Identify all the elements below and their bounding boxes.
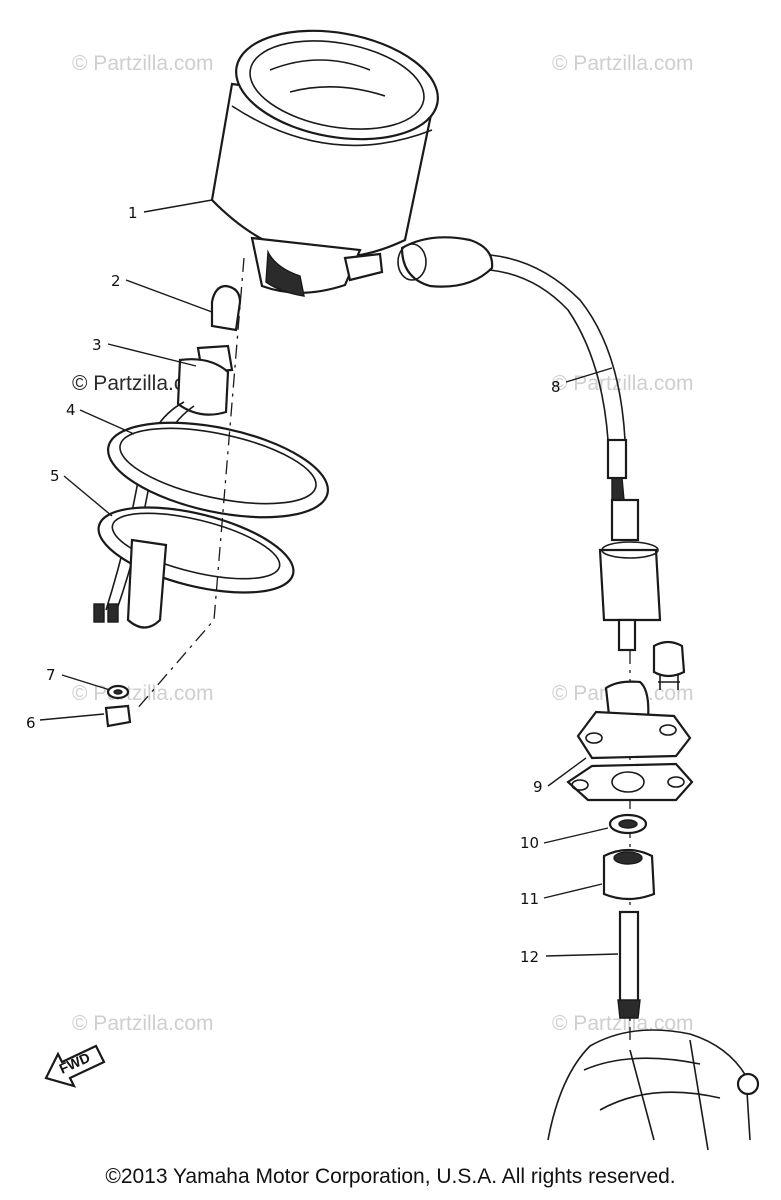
watermark-top-right: © Partzilla.com (552, 52, 694, 75)
watermark-top-left: © Partzilla.com (72, 52, 214, 75)
callout-7: 7 (46, 666, 56, 684)
watermark-layer: © Partzilla.com © Partzilla.com © Partzi… (72, 52, 694, 1035)
callout-10: 10 (520, 834, 539, 852)
drive-gear-assembly (602, 813, 656, 1019)
callout-5: 5 (50, 467, 60, 485)
callout-3: 3 (92, 336, 102, 354)
engine-case-fragment (547, 1029, 760, 1151)
callout-2: 2 (111, 272, 121, 290)
callout-1: 1 (128, 204, 138, 222)
mounting-rings (97, 421, 330, 629)
callout-8: 8 (551, 378, 561, 396)
callout-4: 4 (66, 401, 76, 419)
callout-11: 11 (520, 890, 539, 908)
watermark-lower-left: © Partzilla.com (72, 682, 214, 705)
drive-housing-flange (566, 640, 694, 802)
watermark-bottom-left: © Partzilla.com (72, 1012, 214, 1035)
fwd-arrow: FWD (44, 1044, 106, 1088)
copyright-notice: ©2013 Yamaha Motor Corporation, U.S.A. A… (105, 1165, 676, 1188)
callout-9: 9 (533, 778, 543, 796)
callout-leader-lines (39, 199, 619, 957)
bulb-and-socket (93, 284, 242, 623)
callout-6: 6 (26, 714, 36, 732)
nut-and-washer (104, 684, 132, 728)
watermark-bottom-right: © Partzilla.com (552, 1012, 694, 1035)
speedometer-gauge (210, 29, 439, 297)
callout-12: 12 (520, 948, 539, 966)
callout-labels: 1 2 3 4 5 6 7 8 9 10 11 12 (26, 204, 561, 966)
watermark-mid-right: © Partzilla.com (552, 372, 694, 395)
speedometer-cable (397, 236, 662, 652)
